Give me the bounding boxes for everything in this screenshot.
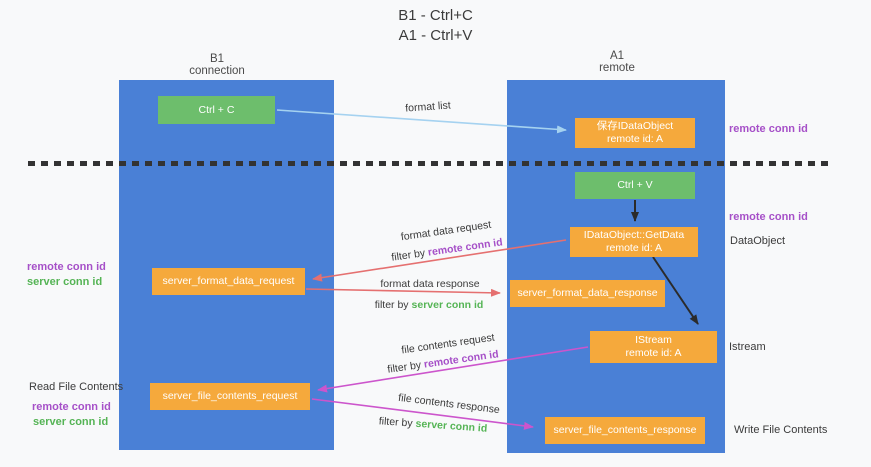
node-idataobject-getdata: IDataObject::GetData remote id: A (570, 227, 698, 257)
node-getdata-line1: IDataObject::GetData (583, 229, 685, 241)
edge-label-file-contents-response-text: file contents response (397, 391, 501, 417)
filter-key-server-conn-id: server conn id (411, 299, 484, 311)
filter-prefix: filter by (374, 299, 409, 311)
node-server-format-data-response: server_format_data_response (510, 280, 665, 307)
annotation-dataobject: DataObject (730, 235, 786, 247)
annotation-remote-conn-id-left: remote conn id (27, 261, 106, 273)
node-save-idataobject: 保存IDataObject remote id: A (575, 118, 695, 148)
lane-b1-title: B1 (209, 53, 225, 65)
node-server-file-contents-request: server_file_contents_request (150, 383, 310, 410)
node-istream-line2: remote id: A (625, 347, 682, 359)
node-ctrl-c: Ctrl + C (158, 96, 275, 124)
filter-key-server-conn-id: server conn id (415, 417, 488, 435)
filter-key-remote-conn-id: remote conn id (427, 236, 504, 259)
annotation-write-file-contents: Write File Contents (734, 424, 828, 436)
filter-prefix: filter by (386, 359, 422, 376)
edge-label-format-list-text: format list (404, 99, 452, 115)
node-getdata-line2: remote id: A (605, 242, 663, 254)
annotation-server-conn-id-left-bottom: server conn id (33, 416, 109, 428)
filter-prefix: filter by (390, 247, 426, 264)
lane-header-b1: B1 connection (167, 53, 267, 77)
node-server-format-data-response-label: server_format_data_response (517, 287, 658, 299)
edge-label-file-contents-response: file contents response (398, 392, 501, 416)
title-line-2: A1 - Ctrl+V (398, 27, 473, 44)
node-server-format-data-request-label: server_format_data_request (162, 275, 295, 287)
lane-b1-subtitle: connection (189, 65, 245, 77)
copy-paste-boundary-dashed-line (28, 161, 832, 166)
node-server-file-contents-request-label: server_file_contents_request (162, 390, 298, 402)
diagram-title: B1 - Ctrl+C A1 - Ctrl+V (0, 6, 871, 46)
title-line-1: B1 - Ctrl+C (398, 7, 473, 24)
annotation-read-file-contents: Read File Contents (29, 381, 124, 393)
node-ctrl-v-label: Ctrl + V (617, 179, 653, 191)
annotation-remote-conn-id-left-bottom: remote conn id (32, 401, 111, 413)
node-save-idataobject-line2: remote id: A (606, 133, 664, 145)
node-save-idataobject-line1: 保存IDataObject (596, 120, 674, 132)
edge-label-format-list: format list (405, 99, 451, 114)
node-server-file-contents-response: server_file_contents_response (545, 417, 705, 444)
annotation-server-conn-id-left: server conn id (27, 276, 103, 288)
lane-a1-title: A1 (609, 50, 625, 62)
node-istream: IStream remote id: A (590, 331, 717, 363)
node-ctrl-c-label: Ctrl + C (198, 103, 235, 116)
node-ctrl-v: Ctrl + V (575, 172, 695, 199)
node-istream-line1: IStream (635, 334, 672, 346)
lane-a1-subtitle: remote (599, 62, 635, 74)
annotation-remote-conn-id-right-top: remote conn id (729, 123, 808, 135)
node-server-format-data-request: server_format_data_request (152, 268, 305, 295)
edge-label-format-data-response: format data response (380, 278, 479, 290)
annotation-remote-conn-id-right-mid: remote conn id (729, 211, 808, 223)
lane-header-a1: A1 remote (567, 50, 667, 74)
annotation-istream: Istream (729, 341, 766, 353)
filter-prefix: filter by (378, 415, 413, 430)
edge-label-format-data-response-text: format data response (380, 278, 480, 290)
node-server-file-contents-response-label: server_file_contents_response (553, 424, 697, 436)
